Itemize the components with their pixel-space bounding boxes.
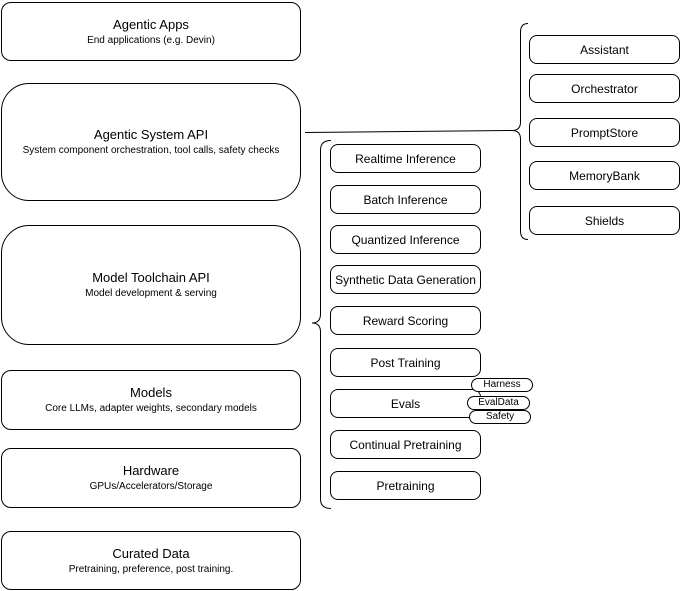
right-group-brace <box>511 23 529 240</box>
node-subtitle: System component orchestration, tool cal… <box>22 145 280 156</box>
node-label: Evals <box>390 396 421 411</box>
node-label: Realtime Inference <box>355 151 456 166</box>
node-memorybank: MemoryBank <box>529 161 680 190</box>
node-orchestrator: Orchestrator <box>529 74 680 103</box>
node-agentic-apps: Agentic Apps End applications (e.g. Devi… <box>1 2 301 61</box>
node-label: Shields <box>584 213 625 228</box>
node-subtitle: End applications (e.g. Devin) <box>87 34 215 46</box>
node-title: Hardware <box>122 463 180 478</box>
tag-label: EvalData <box>478 397 519 408</box>
node-curated-data: Curated Data Pretraining, preference, po… <box>1 531 301 590</box>
node-subtitle: Model development & serving <box>85 288 217 299</box>
node-title: Model Toolchain API <box>92 270 210 285</box>
tag-safety: Safety <box>469 410 531 424</box>
node-label: Batch Inference <box>363 192 448 207</box>
node-label: Pretraining <box>376 478 435 493</box>
tag-label: Safety <box>485 411 515 422</box>
node-synthetic-data-generation: Synthetic Data Generation <box>330 265 481 294</box>
api-to-components-connector <box>304 130 513 133</box>
node-label: MemoryBank <box>569 168 640 183</box>
node-subtitle: GPUs/Accelerators/Storage <box>89 481 213 492</box>
node-label: Orchestrator <box>571 81 638 96</box>
node-subtitle: Core LLMs, adapter weights, secondary mo… <box>45 403 257 414</box>
node-pretraining: Pretraining <box>330 471 481 500</box>
node-subtitle: Pretraining, preference, post training. <box>68 563 234 575</box>
node-label: Continual Pretraining <box>349 437 462 452</box>
node-title: Agentic Apps <box>113 16 189 32</box>
tag-harness: Harness <box>471 378 533 392</box>
node-evals: Evals <box>330 389 481 418</box>
node-label: Post Training <box>370 355 441 370</box>
node-label: Reward Scoring <box>362 313 449 328</box>
node-quantized-inference: Quantized Inference <box>330 225 481 254</box>
node-post-training: Post Training <box>330 348 481 377</box>
node-continual-pretraining: Continual Pretraining <box>330 430 481 459</box>
node-promptstore: PromptStore <box>529 118 680 147</box>
tag-evaldata: EvalData <box>467 396 530 410</box>
node-assistant: Assistant <box>529 35 680 64</box>
node-model-toolchain-api: Model Toolchain API Model development & … <box>1 225 301 345</box>
node-label: Assistant <box>580 42 629 57</box>
node-title: Agentic System API <box>93 127 209 142</box>
node-hardware: Hardware GPUs/Accelerators/Storage <box>1 448 301 508</box>
node-label: PromptStore <box>570 125 639 140</box>
middle-group-brace <box>311 140 332 509</box>
node-label: Quantized Inference <box>351 232 460 247</box>
node-batch-inference: Batch Inference <box>330 185 481 214</box>
node-title: Models <box>130 385 172 400</box>
node-models: Models Core LLMs, adapter weights, secon… <box>1 370 301 430</box>
node-reward-scoring: Reward Scoring <box>330 306 481 335</box>
node-title: Curated Data <box>112 545 190 561</box>
tag-label: Harness <box>483 379 521 390</box>
node-label: Synthetic Data Generation <box>335 272 476 287</box>
node-agentic-system-api: Agentic System API System component orch… <box>1 83 301 201</box>
node-realtime-inference: Realtime Inference <box>330 144 481 173</box>
node-shields: Shields <box>529 206 680 235</box>
